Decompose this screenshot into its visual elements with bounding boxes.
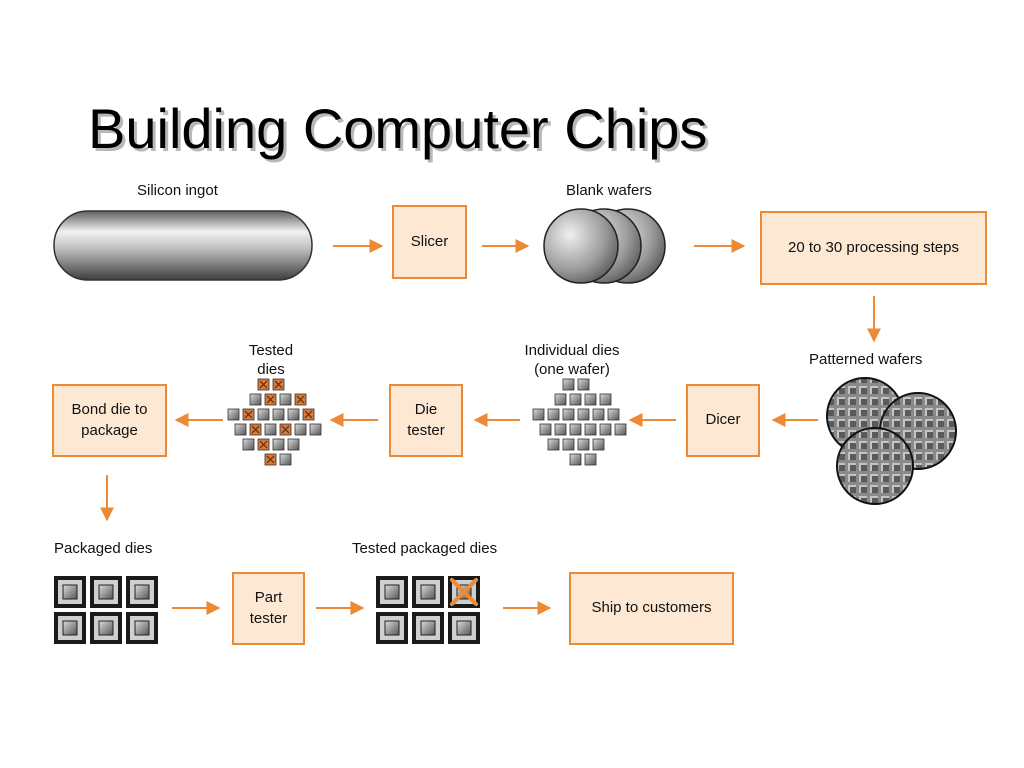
tested-dies-cluster <box>227 378 322 466</box>
bad-die-mark <box>304 410 313 419</box>
patterned-wafers <box>826 377 957 505</box>
die <box>539 423 552 436</box>
label-blank-wafers: Blank wafers <box>566 182 652 199</box>
die <box>599 423 612 436</box>
die <box>569 423 582 436</box>
package-die <box>420 620 436 636</box>
die <box>279 393 292 406</box>
label-tested-packaged-dies: Tested packaged dies <box>352 540 498 557</box>
die <box>257 408 270 421</box>
package-die <box>62 584 78 600</box>
die <box>569 393 582 406</box>
label-silicon-ingot: Silicon ingot <box>137 182 218 199</box>
packaged-dies-grid <box>54 576 158 644</box>
package-die <box>98 620 114 636</box>
bad-die-mark <box>266 395 275 404</box>
die <box>584 453 597 466</box>
die <box>547 438 560 451</box>
die <box>272 438 285 451</box>
silicon-ingot <box>53 210 313 281</box>
processing-steps-box: 20 to 30 processing steps <box>760 211 987 285</box>
part-tester-box: Part tester <box>232 572 305 645</box>
bad-die-mark <box>244 410 253 419</box>
die <box>234 423 247 436</box>
ship-to-customers-box: Ship to customers <box>569 572 734 645</box>
bad-die-mark <box>296 395 305 404</box>
die <box>577 408 590 421</box>
package-die <box>384 620 400 636</box>
bond-die-box: Bond die to package <box>52 384 167 457</box>
bad-die-mark <box>259 440 268 449</box>
tested-packaged-dies-grid <box>376 576 480 644</box>
die <box>562 408 575 421</box>
bad-die-mark <box>281 425 290 434</box>
bad-die-mark <box>251 425 260 434</box>
label-individual-dies: Individual dies (one wafer) <box>524 342 620 378</box>
page-title: Building Computer Chips <box>88 97 708 160</box>
package-die <box>420 584 436 600</box>
package-die <box>456 620 472 636</box>
package-die <box>134 584 150 600</box>
package-die <box>98 584 114 600</box>
individual-dies-cluster <box>532 378 627 466</box>
die <box>242 438 255 451</box>
die <box>249 393 262 406</box>
die <box>592 408 605 421</box>
die <box>577 438 590 451</box>
die-tester-box: Die tester <box>389 384 463 457</box>
die <box>294 423 307 436</box>
die <box>607 408 620 421</box>
package-die <box>62 620 78 636</box>
die <box>532 408 545 421</box>
die <box>614 423 627 436</box>
die <box>562 438 575 451</box>
die <box>287 408 300 421</box>
dicer-box: Dicer <box>686 384 760 457</box>
label-tested-dies: Tested dies <box>248 342 294 378</box>
label-patterned-wafers: Patterned wafers <box>809 351 923 368</box>
die <box>227 408 240 421</box>
die <box>279 453 292 466</box>
die <box>272 408 285 421</box>
label-packaged-dies: Packaged dies <box>54 540 153 557</box>
die <box>554 423 567 436</box>
package-die <box>384 584 400 600</box>
failed-package-mark <box>450 578 478 606</box>
die <box>569 453 582 466</box>
die <box>554 393 567 406</box>
slicer-box: Slicer <box>392 205 467 279</box>
die <box>592 438 605 451</box>
bad-die-mark <box>266 455 275 464</box>
die <box>584 423 597 436</box>
bad-die-mark <box>274 380 283 389</box>
die <box>599 393 612 406</box>
die <box>309 423 322 436</box>
die <box>287 438 300 451</box>
die <box>577 378 590 391</box>
die <box>547 408 560 421</box>
bad-die-mark <box>259 380 268 389</box>
die <box>584 393 597 406</box>
blank-wafers <box>543 208 666 284</box>
package-die <box>134 620 150 636</box>
die <box>264 423 277 436</box>
die <box>562 378 575 391</box>
